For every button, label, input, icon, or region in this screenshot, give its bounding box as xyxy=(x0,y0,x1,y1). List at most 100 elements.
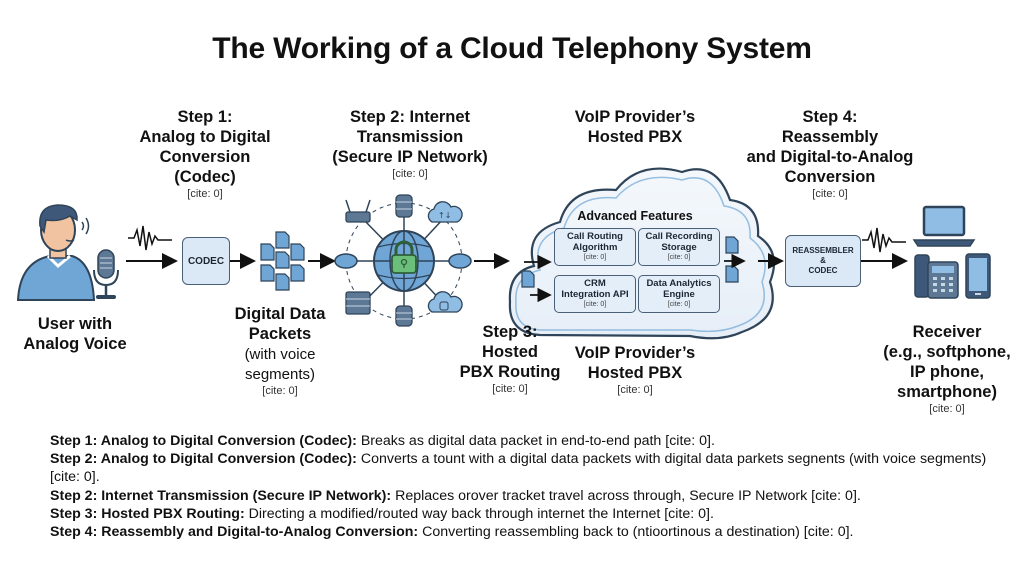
note-step3: Step 3: Hosted PBX Routing: Directing a … xyxy=(50,505,1010,523)
codec-box: CODEC xyxy=(182,237,230,285)
receiver-heading: Receiver xyxy=(912,323,982,341)
step3-label: Step 3: Hosted PBX Routing [cite: 0] xyxy=(450,322,570,397)
sound-wave-icon xyxy=(862,227,906,253)
step-heading: PBX Routing xyxy=(459,363,561,381)
user-heading: Analog Voice xyxy=(23,335,127,353)
user-label: User with Analog Voice xyxy=(10,314,140,354)
pbx-bottom-label: VoIP Provider’s Hosted PBX [cite: 0] xyxy=(560,343,710,398)
note-step4: Step 4: Reassembly and Digital-to-Analog… xyxy=(50,523,1010,541)
router-icon xyxy=(334,253,472,269)
pbx-heading: Hosted PBX xyxy=(587,128,683,146)
step-heading: Reassembly xyxy=(781,128,879,146)
cite-label: [cite: 0] xyxy=(667,301,691,308)
feature-title: Storage xyxy=(661,242,697,253)
feature-title: Integration API xyxy=(561,289,629,300)
feature-title: Data Analytics xyxy=(646,278,712,289)
packets-heading: Digital Data xyxy=(234,305,326,323)
pbx-top-label: VoIP Provider’s Hosted PBX xyxy=(560,107,710,147)
data-packets-icon xyxy=(260,231,305,291)
feature-data-analytics: Data Analytics Engine [cite: 0] xyxy=(638,275,720,313)
person-speaking-icon xyxy=(16,204,96,301)
cite-label: [cite: 0] xyxy=(262,385,298,397)
step-heading: Step 1: xyxy=(177,108,233,126)
step-heading: Hosted xyxy=(482,343,538,361)
cloud-sync-icon: ↑↓ xyxy=(427,201,463,223)
microphone-icon xyxy=(93,249,119,299)
receiver-heading: IP phone, xyxy=(910,363,984,381)
cite-label: [cite: 0] xyxy=(492,383,528,395)
reassembler-codec-box: REASSEMBLER & CODEC xyxy=(785,235,861,287)
packets-heading: Packets xyxy=(248,325,312,343)
packet-icon xyxy=(725,265,739,283)
step-heading: and Digital-to-Analog xyxy=(746,148,914,166)
sound-wave-icon xyxy=(128,225,172,251)
feature-call-routing: Call Routing Algorithm [cite: 0] xyxy=(554,228,636,266)
database-icon xyxy=(395,194,413,218)
feature-title: Call Recording xyxy=(645,231,713,242)
cite-label: [cite: 0] xyxy=(187,188,223,200)
cite-label: [cite: 0] xyxy=(392,168,428,180)
note-text: Converting reassembling back to (ntioort… xyxy=(418,524,854,541)
step-heading: Step 4: xyxy=(802,108,858,126)
step-heading: Step 2: Internet xyxy=(349,108,471,126)
receiver-heading: (e.g., softphone, xyxy=(883,343,1011,361)
database-icon xyxy=(395,305,413,327)
feature-title: CRM xyxy=(584,278,606,289)
step4-label: Step 4: Reassembly and Digital-to-Analog… xyxy=(740,107,920,202)
cite-label: [cite: 0] xyxy=(812,188,848,200)
note-text: Replaces orover tracket travel across th… xyxy=(391,487,861,504)
note-text: Directing a modified/routed way back thr… xyxy=(244,505,714,522)
step-heading: Transmission xyxy=(356,128,464,146)
note-step1: Step 1: Analog to Digital Conversion (Co… xyxy=(50,432,1010,450)
wifi-router-icon xyxy=(345,199,371,223)
pbx-heading: VoIP Provider’s xyxy=(574,108,696,126)
feature-title: Algorithm xyxy=(572,242,618,253)
lock-icon xyxy=(391,240,417,274)
step-heading: Step 3: xyxy=(482,323,538,341)
svg-text:↑↓: ↑↓ xyxy=(438,211,451,220)
page-title: The Working of a Cloud Telephony System xyxy=(212,32,812,65)
cite-label: [cite: 0] xyxy=(583,301,607,308)
cite-label: [cite: 0] xyxy=(617,384,653,396)
receiver-heading: smartphone) xyxy=(897,383,997,401)
feature-crm-integration: CRM Integration API [cite: 0] xyxy=(554,275,636,313)
step-heading: (Codec) xyxy=(174,168,236,186)
note-text: Converts a tount with a digital data pac… xyxy=(50,451,987,486)
note-step2-network: Step 2: Internet Transmission (Secure IP… xyxy=(50,487,1010,505)
step-heading: Conversion xyxy=(159,148,251,166)
note-heading: Step 4: Reassembly and Digital-to-Analog… xyxy=(50,524,419,541)
step-heading: Conversion xyxy=(784,168,876,186)
ampersand-label: & xyxy=(820,256,826,265)
packet-icon xyxy=(521,270,535,288)
step-notes: Step 1: Analog to Digital Conversion (Co… xyxy=(50,432,1010,541)
note-heading: Step 1: Analog to Digital Conversion (Co… xyxy=(50,433,357,449)
cloud-database-icon xyxy=(427,291,463,313)
note-heading: Step 2: Analog to Digital Conversion (Co… xyxy=(50,451,357,468)
cite-label: [cite: 0] xyxy=(583,254,607,261)
note-heading: Step 3: Hosted PBX Routing: xyxy=(50,505,245,522)
cite-label: [cite: 0] xyxy=(667,254,691,261)
feature-title: Engine xyxy=(663,289,695,300)
advanced-features-heading: Advanced Features xyxy=(577,209,693,223)
packets-subtitle: (with voice xyxy=(244,346,316,363)
note-text: Breaks as digital data packet in end-to-… xyxy=(356,433,715,449)
codec-label: CODEC xyxy=(187,255,225,267)
user-heading: User with xyxy=(37,315,113,333)
note-step2-codec: Step 2: Analog to Digital Conversion (Co… xyxy=(50,450,1010,486)
step-heading: Analog to Digital xyxy=(139,128,271,146)
feature-title: Call Routing xyxy=(567,231,623,242)
desk-phone-icon xyxy=(914,254,959,299)
reassembler-label: REASSEMBLER xyxy=(792,246,854,255)
pbx-heading: Hosted PBX xyxy=(587,364,683,382)
codec-label: CODEC xyxy=(808,266,838,275)
server-rack-icon xyxy=(345,291,371,315)
receiver-label: Receiver (e.g., softphone, IP phone, sma… xyxy=(870,322,1024,417)
step2-label: Step 2: Internet Transmission (Secure IP… xyxy=(330,107,490,182)
note-heading: Step 2: Internet Transmission (Secure IP… xyxy=(50,487,392,504)
step1-label: Step 1: Analog to Digital Conversion (Co… xyxy=(130,107,280,202)
packet-icon xyxy=(725,236,739,254)
packets-label: Digital Data Packets (with voice segment… xyxy=(220,304,340,399)
feature-call-recording: Call Recording Storage [cite: 0] xyxy=(638,228,720,266)
pbx-heading: VoIP Provider’s xyxy=(574,344,696,362)
cite-label: [cite: 0] xyxy=(929,403,965,415)
